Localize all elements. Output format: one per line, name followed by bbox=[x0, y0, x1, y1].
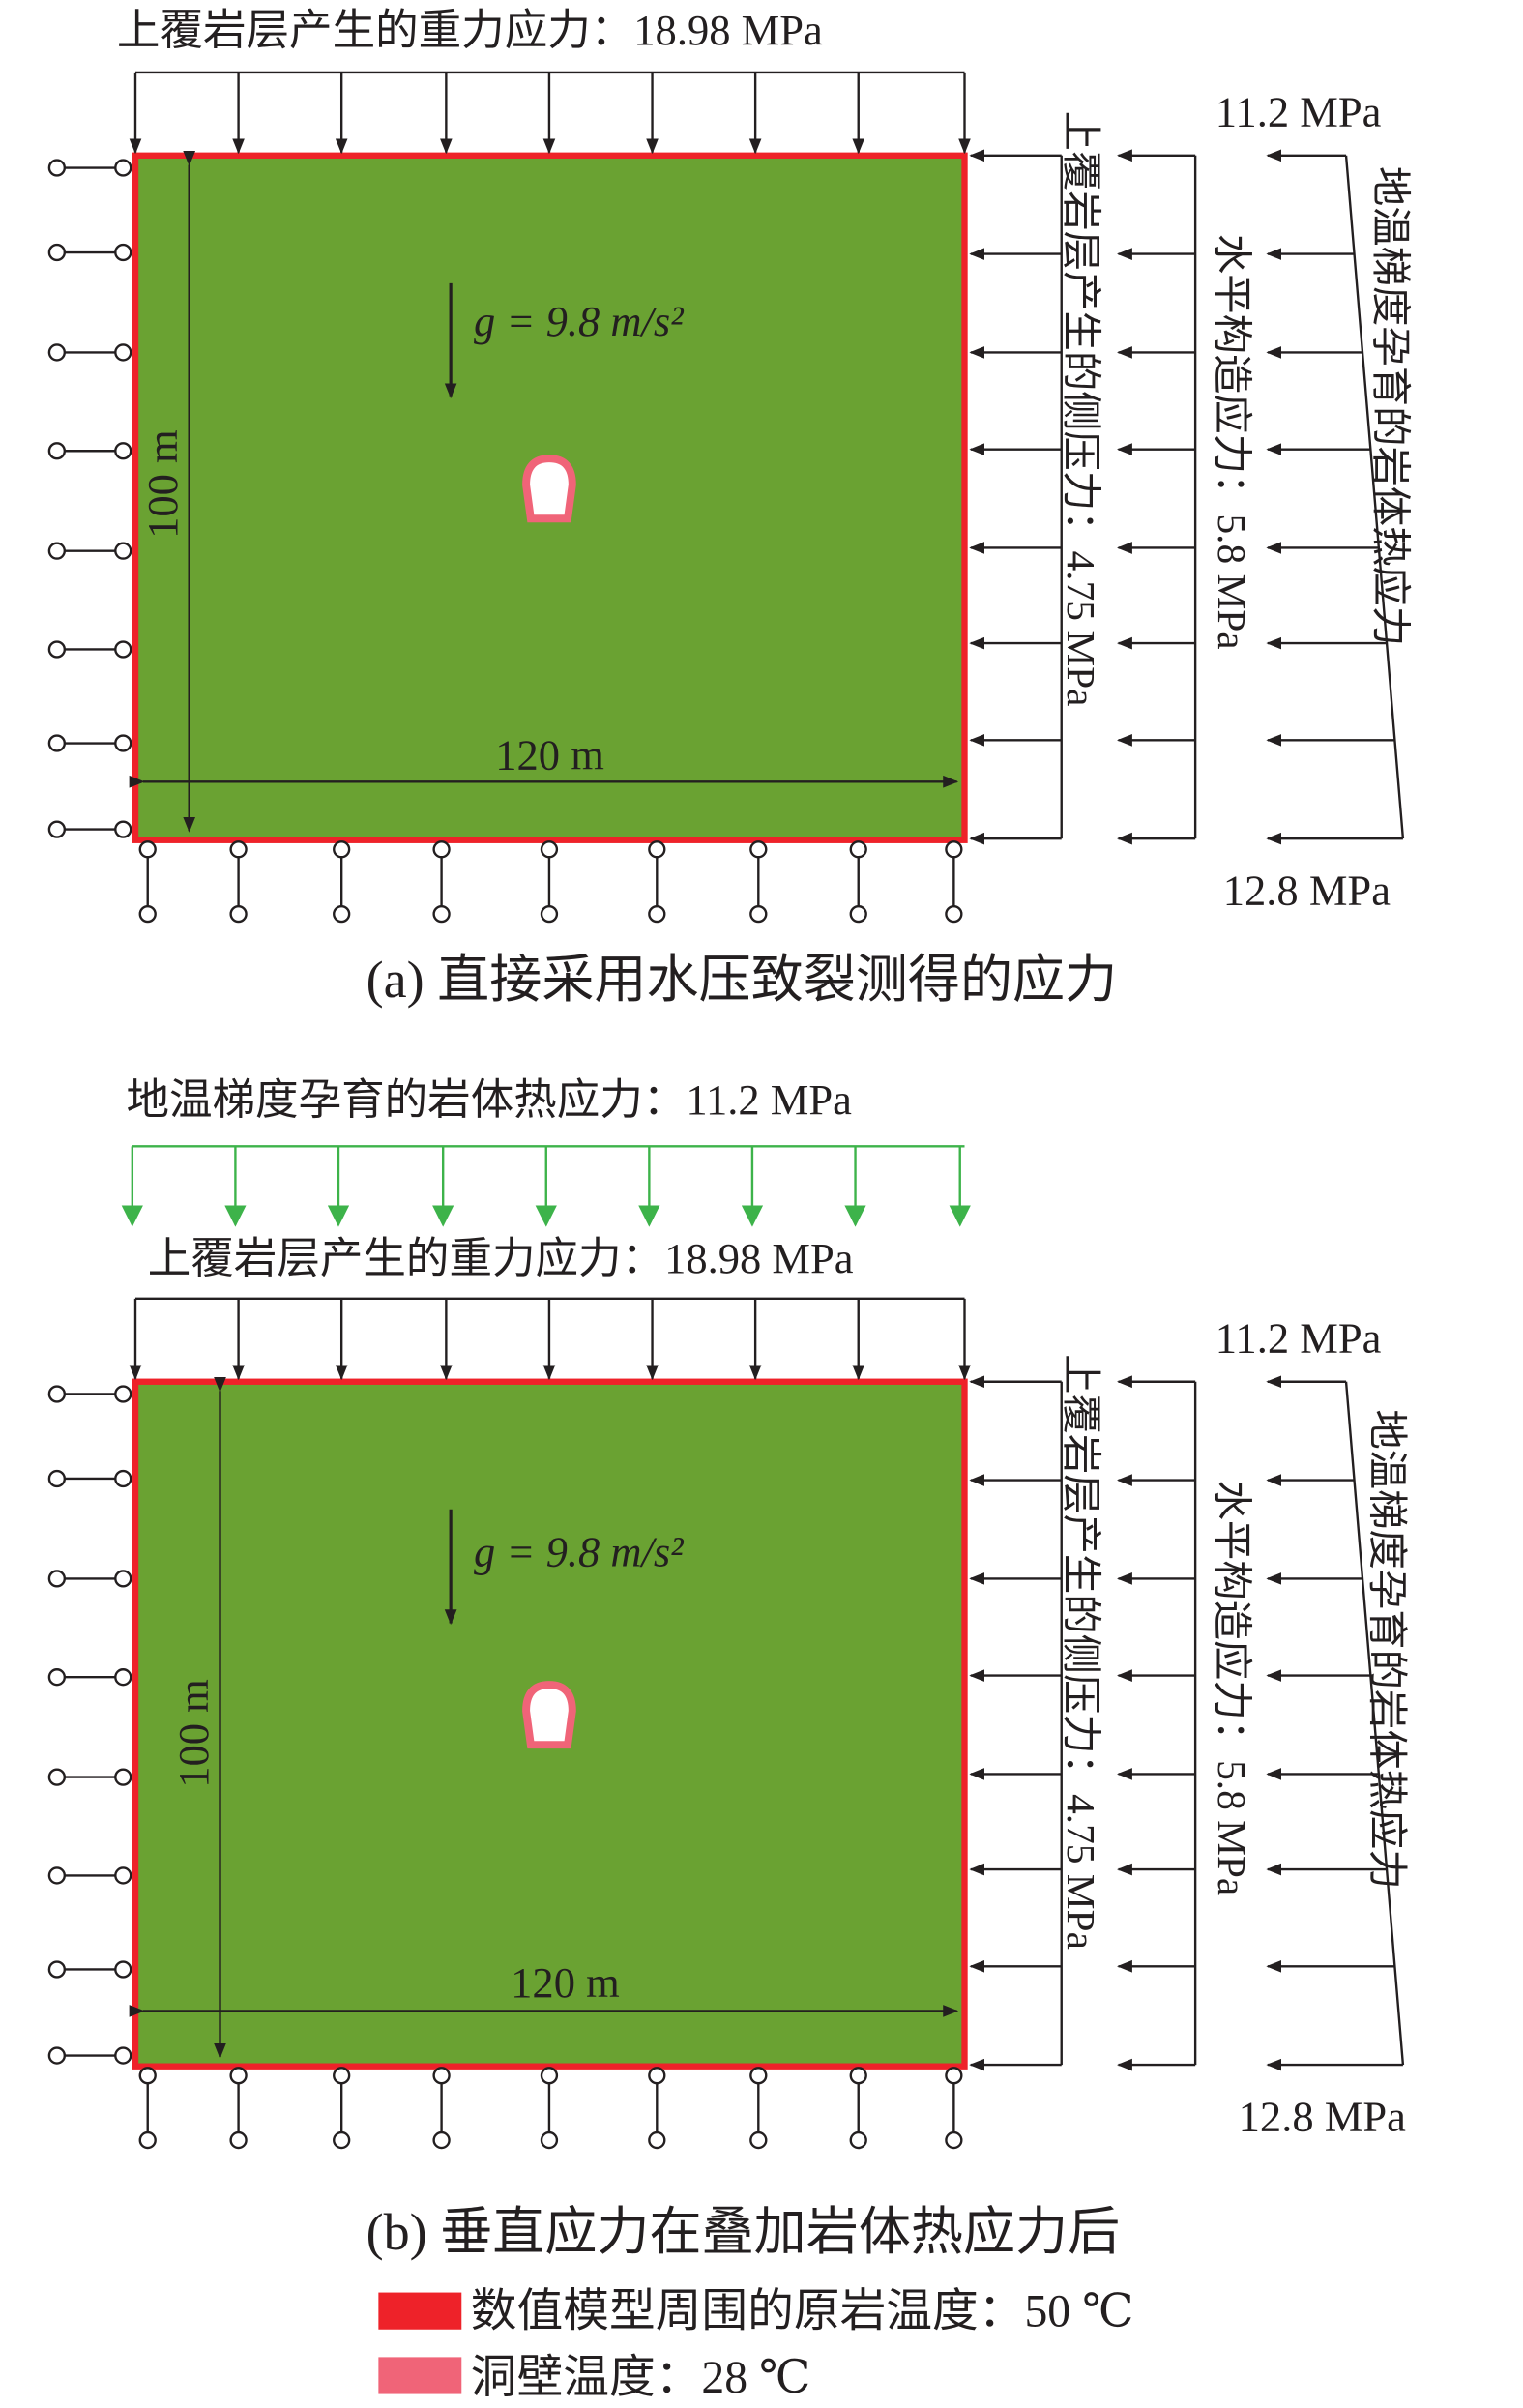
a-height-label: 100 m bbox=[138, 429, 187, 539]
bottom-roller-pin bbox=[432, 904, 451, 924]
bottom-roller-pin bbox=[648, 2130, 666, 2150]
bottom-roller-pin bbox=[945, 2067, 963, 2085]
bottom-roller-pin bbox=[138, 2130, 157, 2150]
legend-swatch-wall-temperature bbox=[378, 2357, 462, 2394]
bottom-roller-pin bbox=[749, 840, 768, 859]
bottom-roller-pin bbox=[849, 2130, 867, 2150]
a-width-label: 120 m bbox=[495, 731, 604, 779]
bottom-roller-pin bbox=[432, 840, 451, 859]
b-gravity-label: g = 9.8 m/s² bbox=[474, 1528, 684, 1576]
left-roller-pin bbox=[114, 734, 132, 752]
left-roller-pin bbox=[114, 1469, 132, 1488]
b-height-label: 100 m bbox=[169, 1679, 218, 1788]
bottom-roller-pin bbox=[333, 904, 351, 924]
bottom-roller-pin bbox=[648, 840, 666, 859]
b-tectonic-label: 水平构造应力：5.8 MPa bbox=[1210, 1481, 1254, 1896]
b-lateral-label: 上覆岩层产生的侧压力：4.75 MPa bbox=[1059, 1354, 1103, 1950]
legend-swatch-rock-temperature bbox=[378, 2292, 462, 2330]
b-top-label: 上覆岩层产生的重力应力：18.98 MPa bbox=[148, 1234, 854, 1282]
bottom-roller-pin bbox=[540, 904, 559, 924]
b-thermal-bottom: 12.8 MPa bbox=[1239, 2093, 1406, 2141]
b-thermal-top-label: 地温梯度孕育的岩体热应力：11.2 MPa bbox=[126, 1075, 852, 1124]
legend-label-wall-temperature: 洞壁温度：28 ℃ bbox=[471, 2352, 811, 2403]
left-roller-pin bbox=[47, 820, 67, 838]
left-roller-pin bbox=[47, 640, 67, 659]
left-roller-pin bbox=[47, 343, 67, 362]
left-roller-pin bbox=[47, 1668, 67, 1687]
left-roller-pin bbox=[47, 734, 67, 752]
bottom-roller-pin bbox=[138, 904, 157, 924]
bottom-roller-pin bbox=[648, 904, 666, 924]
left-roller-pin bbox=[47, 1960, 67, 1979]
left-roller-pin bbox=[114, 1866, 132, 1885]
a-top-label: 上覆岩层产生的重力应力：18.98 MPa bbox=[117, 6, 823, 54]
left-roller-pin bbox=[114, 542, 132, 560]
bottom-roller-pin bbox=[540, 2130, 559, 2150]
left-roller-pin bbox=[114, 1385, 132, 1403]
bottom-roller-pin bbox=[749, 2130, 768, 2150]
bottom-roller-pin bbox=[648, 2067, 666, 2085]
bottom-roller-pin bbox=[432, 2130, 451, 2150]
bottom-roller-pin bbox=[945, 2130, 963, 2150]
bottom-roller-pin bbox=[540, 2067, 559, 2085]
a-lateral-label: 上覆岩层产生的侧压力：4.75 MPa bbox=[1059, 111, 1103, 707]
left-roller-pin bbox=[114, 1668, 132, 1687]
bottom-roller-pin bbox=[849, 2067, 867, 2085]
left-roller-pin bbox=[47, 1768, 67, 1786]
tunnel bbox=[522, 455, 576, 523]
left-roller-pin bbox=[47, 159, 67, 177]
b-caption: (b) 垂直应力在叠加岩体热应力后 bbox=[366, 2203, 1121, 2261]
bottom-roller-pin bbox=[333, 2130, 351, 2150]
bottom-roller-pin bbox=[229, 2130, 248, 2150]
left-roller-pin bbox=[114, 2046, 132, 2065]
legend-label-rock-temperature: 数值模型周围的原岩温度：50 ℃ bbox=[471, 2286, 1134, 2337]
left-roller-pin bbox=[114, 1960, 132, 1979]
panel-b bbox=[47, 1297, 1405, 2150]
left-roller-pin bbox=[114, 442, 132, 460]
panel-a bbox=[47, 71, 1405, 924]
left-roller-pin bbox=[114, 640, 132, 659]
a-tectonic-label: 水平构造应力：5.8 MPa bbox=[1210, 234, 1254, 650]
bottom-roller-pin bbox=[749, 904, 768, 924]
left-roller-pin bbox=[47, 2046, 67, 2065]
left-roller-pin bbox=[47, 1570, 67, 1588]
left-roller-pin bbox=[47, 1385, 67, 1403]
bottom-roller-pin bbox=[432, 2067, 451, 2085]
b-width-label: 120 m bbox=[511, 1958, 620, 2007]
tunnel bbox=[522, 1681, 576, 1749]
bottom-roller-pin bbox=[138, 840, 157, 859]
bottom-roller-pin bbox=[749, 2067, 768, 2085]
bottom-roller-pin bbox=[945, 904, 963, 924]
a-gravity-label: g = 9.8 m/s² bbox=[474, 297, 684, 345]
bottom-roller-pin bbox=[229, 904, 248, 924]
left-roller-pin bbox=[114, 820, 132, 838]
bottom-roller-pin bbox=[849, 840, 867, 859]
bottom-roller-pin bbox=[333, 2067, 351, 2085]
thermal-load-line bbox=[1344, 155, 1405, 839]
left-roller-pin bbox=[114, 159, 132, 177]
a-caption: (a) 直接采用水压致裂测得的应力 bbox=[366, 951, 1118, 1009]
bottom-roller-pin bbox=[333, 840, 351, 859]
left-roller-pin bbox=[114, 343, 132, 362]
bottom-roller-pin bbox=[138, 2067, 157, 2085]
bottom-roller-pin bbox=[849, 904, 867, 924]
bottom-roller-pin bbox=[540, 840, 559, 859]
bottom-roller-pin bbox=[229, 2067, 248, 2085]
a-thermal-label: 地温梯度孕育的岩体热应力 bbox=[1368, 166, 1413, 646]
bottom-roller-pin bbox=[945, 840, 963, 859]
a-thermal-top: 11.2 MPa bbox=[1215, 88, 1382, 136]
thermal-load-line bbox=[1344, 1381, 1405, 2066]
left-roller-pin bbox=[47, 1469, 67, 1488]
left-roller-pin bbox=[47, 442, 67, 460]
left-roller-pin bbox=[114, 243, 132, 262]
left-roller-pin bbox=[47, 243, 67, 262]
left-roller-pin bbox=[47, 1866, 67, 1885]
b-thermal-top: 11.2 MPa bbox=[1215, 1314, 1382, 1363]
a-thermal-bottom: 12.8 MPa bbox=[1223, 866, 1391, 915]
bottom-roller-pin bbox=[229, 840, 248, 859]
b-thermal-label: 地温梯度孕育的岩体热应力 bbox=[1365, 1409, 1410, 1889]
left-roller-pin bbox=[114, 1768, 132, 1786]
left-roller-pin bbox=[47, 542, 67, 560]
left-roller-pin bbox=[114, 1570, 132, 1588]
